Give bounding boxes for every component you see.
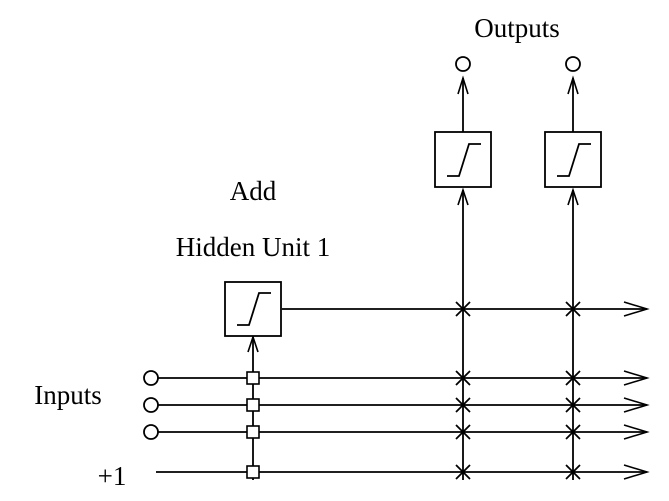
x-marker-icon [455,301,471,317]
input-node-2 [143,397,159,413]
arrow-right-icon [623,370,650,386]
square-marker-icon [246,425,260,439]
arrow-up-icon [567,187,579,206]
output-node-1 [455,56,471,72]
hidden-unit-1 [224,281,282,337]
outputs-label: Outputs [474,13,560,43]
x-marker-icon [565,424,581,440]
x-marker-icon [565,301,581,317]
arrow-right-icon [623,301,650,317]
x-marker-icon [455,424,471,440]
input-node-1 [143,370,159,386]
output-unit-1 [434,131,492,188]
arrow-up-icon [457,187,469,206]
bias-label: +1 [98,461,127,491]
sigmoid-step-icon [447,143,481,177]
arrow-right-icon [623,464,650,480]
input-node-3 [143,424,159,440]
sigmoid-step-icon [237,292,271,326]
x-marker-icon [565,370,581,386]
x-marker-icon [565,397,581,413]
arrow-right-icon [623,397,650,413]
x-marker-icon [455,397,471,413]
inputs-label: Inputs [34,380,102,410]
arrow-up-icon [457,75,469,95]
output-node-2 [565,56,581,72]
frozen-connections [455,301,581,480]
hidden-unit-label: Hidden Unit 1 [176,232,331,262]
arrow-right-icon [623,424,650,440]
square-marker-icon [246,465,260,479]
square-marker-icon [246,371,260,385]
x-marker-icon [455,464,471,480]
trainable-connections [246,371,260,479]
add-label: Add [230,176,277,206]
arrow-up-icon [247,334,259,353]
square-marker-icon [246,398,260,412]
sigmoid-step-icon [557,143,591,177]
x-marker-icon [565,464,581,480]
x-marker-icon [455,370,471,386]
output-unit-2 [544,131,602,188]
input-lines [143,370,650,480]
arrow-up-icon [567,75,579,95]
